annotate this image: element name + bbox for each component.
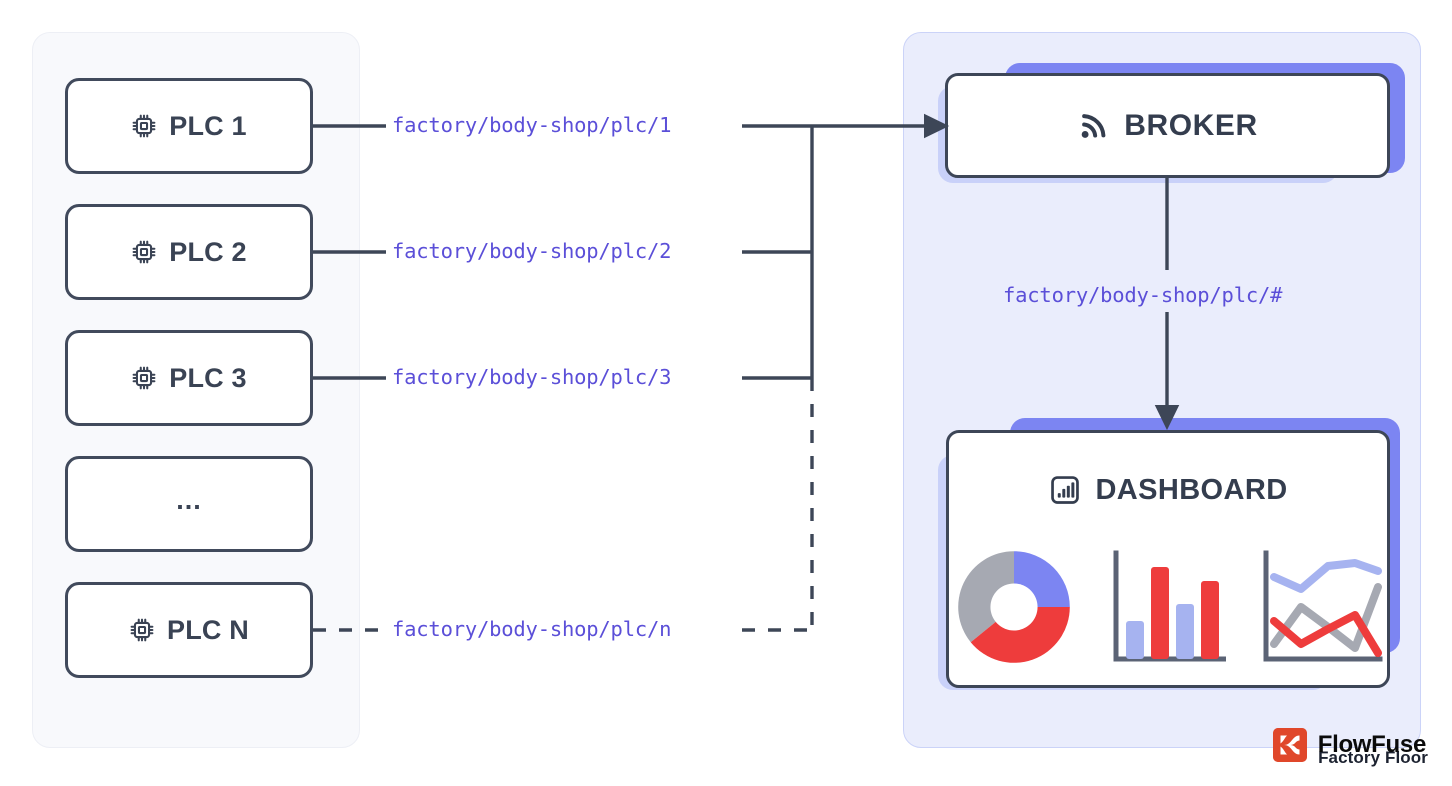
- topic-label-plc1: factory/body-shop/plc/1: [392, 113, 672, 137]
- dashboard-bar-chart: [1113, 550, 1226, 662]
- flowfuse-wordmark: FlowFuse: [1317, 731, 1427, 758]
- cpu-chip-icon: [132, 240, 156, 264]
- dashboard-line-chart: [1263, 550, 1383, 662]
- dashboard-donut-chart: [958, 551, 1070, 663]
- topic-label-wildcard: factory/body-shop/plc/#: [1003, 283, 1283, 307]
- topic-label-plc2: factory/body-shop/plc/2: [392, 239, 672, 263]
- plc-card-2[interactable]: PLC 2: [65, 204, 313, 300]
- cpu-chip-icon: [130, 618, 154, 642]
- plc-card-n[interactable]: PLC N: [65, 582, 313, 678]
- topic-label-plcn: factory/body-shop/plc/n: [392, 617, 672, 641]
- cpu-chip-icon: [132, 114, 156, 138]
- dashboard-label: DASHBOARD: [1095, 473, 1288, 506]
- ellipsis-label: ...: [176, 484, 202, 515]
- broker-label: BROKER: [1124, 108, 1258, 142]
- plc-card-label: PLC 3: [169, 362, 247, 393]
- plc-card-ellipsis: ...: [65, 456, 313, 552]
- cpu-chip-icon: [132, 366, 156, 390]
- dashboard-figures: [949, 539, 1387, 669]
- rss-signal-icon: [1081, 114, 1106, 138]
- plc-card-label: PLC N: [167, 614, 249, 645]
- topic-label-plc3: factory/body-shop/plc/3: [392, 365, 672, 389]
- plc-card-3[interactable]: PLC 3: [65, 330, 313, 426]
- plc-card-label: PLC 2: [169, 236, 247, 267]
- plc-card-label: PLC 1: [169, 110, 247, 141]
- plc-card-1[interactable]: PLC 1: [65, 78, 313, 174]
- flowfuse-logo-mark: [1272, 728, 1307, 762]
- dashboard-card[interactable]: DASHBOARD: [946, 430, 1390, 688]
- factory-floor-caption: Factory Floor: [1318, 748, 1428, 767]
- bar-chart-box-icon: [1051, 476, 1080, 504]
- flowfuse-brand: FlowFuse: [1272, 728, 1427, 762]
- broker-card[interactable]: BROKER: [945, 73, 1390, 178]
